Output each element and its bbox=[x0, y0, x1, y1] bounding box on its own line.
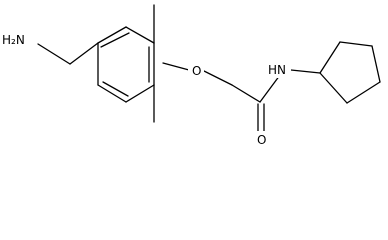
amine-label: H₂N bbox=[2, 33, 25, 47]
cyclopentane-bond-4 bbox=[346, 81, 381, 104]
bonds-group bbox=[37, 4, 381, 132]
amine-label-bg bbox=[0, 31, 36, 48]
amide-nh-label-bg bbox=[267, 61, 291, 78]
aminomethyl-bond-2 bbox=[37, 43, 71, 65]
n-cyclopentyl-bond bbox=[290, 69, 321, 74]
carbonyl-oxygen-label-bg bbox=[254, 131, 270, 148]
ether-ch2-bond bbox=[203, 70, 233, 86]
ring-bond-1 bbox=[125, 26, 155, 44]
cyclopentane-bond-3 bbox=[371, 45, 381, 83]
ring-bond-2 bbox=[97, 26, 127, 44]
amide-nh-label: HN bbox=[268, 63, 286, 77]
ether-oxygen-label: O bbox=[192, 64, 201, 78]
molecule-structure: H₂N O HN O bbox=[0, 4, 381, 148]
cyclopentane-bond-1 bbox=[319, 41, 341, 74]
carbonyl-oxygen-label: O bbox=[257, 133, 266, 147]
ring-bond-5 bbox=[125, 84, 155, 103]
atom-labels-group: H₂N O HN O bbox=[0, 31, 291, 148]
structure-canvas: H₂N O HN O bbox=[0, 4, 381, 148]
cyclopentane-bond-5 bbox=[319, 72, 348, 104]
ch2-carbonyl-bond bbox=[231, 84, 261, 103]
aryl-ether-bond bbox=[162, 62, 190, 71]
ring-inner-bond-1 bbox=[100, 32, 130, 48]
aminomethyl-bond-1 bbox=[69, 42, 99, 65]
ether-oxygen-label-bg bbox=[188, 62, 204, 79]
cyclopentane-bond-2 bbox=[339, 41, 373, 47]
amide-cn-bond bbox=[259, 74, 281, 103]
ring-bond-4 bbox=[97, 84, 127, 103]
ring-inner-bond-2 bbox=[102, 81, 129, 97]
